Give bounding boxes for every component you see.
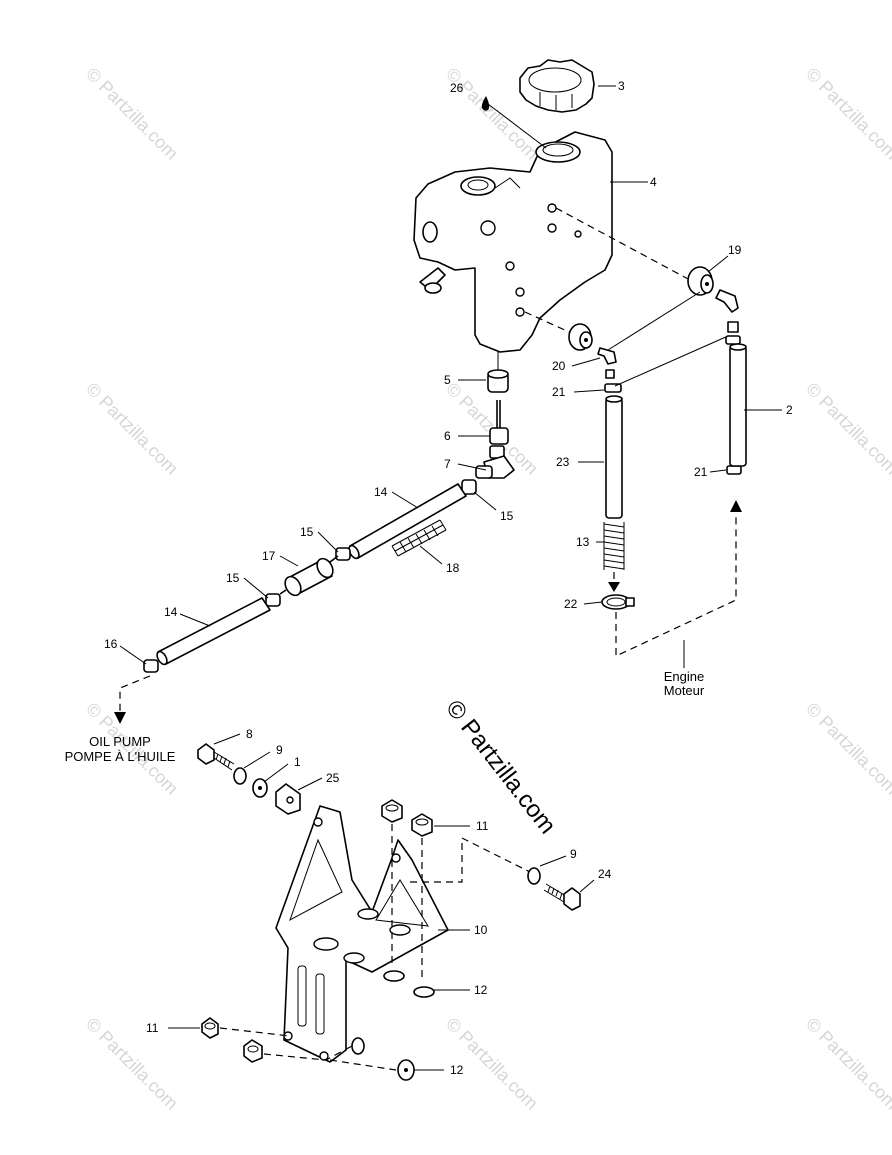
bracket-clip — [275, 783, 301, 815]
watermark: © Partzilla.com — [802, 699, 892, 799]
callout-3: 3 — [618, 79, 625, 93]
arrow-down-icon — [608, 582, 620, 592]
watermark: © Partzilla.com — [82, 379, 182, 479]
callout-12: 12 — [474, 983, 488, 997]
watermark: © Partzilla.com — [802, 64, 892, 164]
band-clamp — [601, 594, 635, 610]
vent-hose — [729, 343, 747, 467]
fuel-hose — [156, 597, 271, 666]
outlet-grommet — [487, 369, 509, 393]
engine-line — [615, 514, 737, 657]
fuel-filter — [279, 555, 339, 597]
callout-21: 21 — [552, 385, 566, 399]
callout-15: 15 — [226, 571, 240, 585]
callout-11: 11 — [146, 1021, 159, 1035]
callout-2: 2 — [786, 403, 793, 417]
elbow-fitting — [597, 347, 617, 379]
callout-15: 15 — [300, 525, 314, 539]
engine-label-fr: Moteur — [664, 683, 705, 698]
grommet — [687, 266, 714, 296]
callout-11: 11 — [476, 819, 489, 833]
hose-guide — [607, 291, 701, 351]
callout-4: 4 — [650, 175, 657, 189]
callout-20: 20 — [552, 359, 566, 373]
drop-icon — [481, 96, 490, 111]
nut — [201, 1017, 219, 1039]
callout-5: 5 — [444, 373, 451, 387]
oil-tank — [413, 131, 613, 353]
flat-washer — [383, 970, 405, 982]
callout-7: 7 — [444, 457, 451, 471]
callout-22: 22 — [564, 597, 578, 611]
callout-24: 24 — [598, 867, 612, 881]
spring — [391, 519, 447, 557]
flat-washer — [413, 986, 435, 998]
oil-pump-line — [119, 675, 151, 712]
callout-14: 14 — [374, 485, 388, 499]
bolt — [543, 883, 581, 911]
callout-15: 15 — [500, 509, 514, 523]
fuel-hose — [348, 479, 477, 560]
oil-pump-label: OIL PUMP — [89, 734, 151, 749]
lock-washer — [527, 867, 541, 885]
oil-pump-label-fr: POMPE À L'HUILE — [65, 749, 176, 764]
callout-10: 10 — [474, 923, 488, 937]
elbow-fitting — [715, 289, 739, 333]
guide-dash — [410, 837, 531, 883]
hose-clamp — [143, 659, 159, 673]
callout-17: 17 — [262, 549, 276, 563]
callout-14: 14 — [164, 605, 178, 619]
screw — [197, 743, 235, 771]
watermark: © Partzilla.com — [82, 1014, 182, 1114]
arrow-down-icon — [114, 712, 126, 724]
watermark: © Partzilla.com — [82, 64, 182, 164]
callout-18: 18 — [446, 561, 460, 575]
lock-washer — [351, 1037, 365, 1055]
callout-21: 21 — [694, 465, 708, 479]
callout-19: 19 — [728, 243, 742, 257]
watermark: © Partzilla.com — [802, 379, 892, 479]
strainer — [489, 400, 509, 445]
lock-washer — [233, 767, 247, 785]
callout-25: 25 — [326, 771, 340, 785]
hose-clamp — [265, 593, 281, 607]
nut — [381, 799, 403, 823]
spring — [603, 522, 625, 570]
guide-dash — [555, 207, 691, 281]
hose-clamp — [604, 335, 742, 475]
routing-labels: OIL PUMP POMPE À L'HUILE Engine Moteur — [65, 669, 705, 764]
callout-13: 13 — [576, 535, 590, 549]
callout-1: 1 — [294, 755, 301, 769]
center-watermark: © Partzilla.com — [440, 695, 561, 839]
arrow-up-icon — [730, 500, 742, 512]
leader-lines — [119, 85, 782, 1071]
guide-dash — [329, 1059, 397, 1071]
grommet — [568, 323, 593, 351]
engine-label: Engine — [664, 669, 704, 684]
callout-16: 16 — [104, 637, 118, 651]
mounting-bracket — [275, 805, 449, 1063]
callout-8: 8 — [246, 727, 253, 741]
nut — [411, 813, 433, 837]
callout-23: 23 — [556, 455, 570, 469]
hose-clamp — [335, 547, 351, 561]
callout-6: 6 — [444, 429, 451, 443]
part-cap — [519, 59, 595, 113]
callout-9: 9 — [570, 847, 577, 861]
callout-26: 26 — [450, 81, 464, 95]
guide-dash — [219, 1027, 291, 1037]
callout-12: 12 — [450, 1063, 464, 1077]
guide-dash — [263, 1045, 353, 1061]
callouts: 3 26 4 19 2 20 21 21 23 13 22 5 6 7 14 1… — [104, 79, 793, 1077]
hose-guide — [614, 335, 729, 387]
return-hose — [605, 395, 623, 519]
watermark: © Partzilla.com — [802, 1014, 892, 1114]
callout-9: 9 — [276, 743, 283, 757]
nut — [243, 1039, 263, 1063]
